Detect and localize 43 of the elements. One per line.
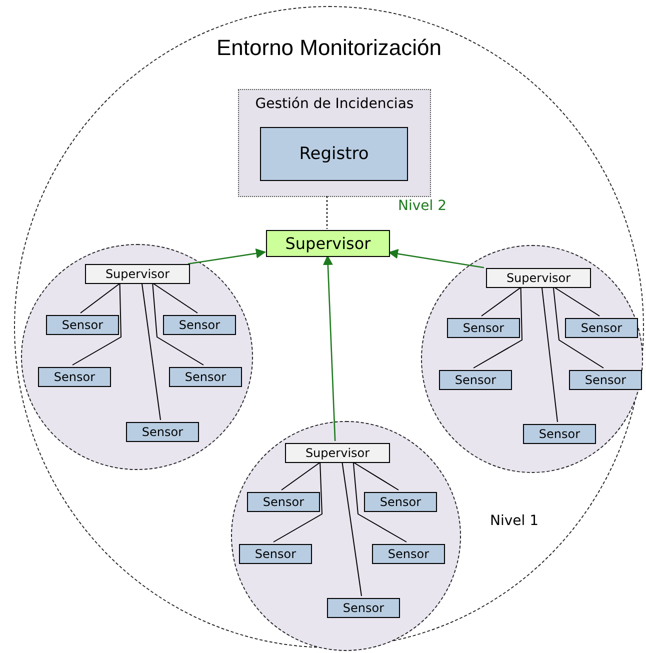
connector-line <box>326 196 328 230</box>
arrow <box>388 248 484 268</box>
connector-line <box>281 460 322 490</box>
node-box: Supervisor <box>486 268 591 288</box>
node-box: Sensor <box>327 598 400 618</box>
group-panel <box>238 89 431 197</box>
node-box: Sensor <box>38 367 111 387</box>
connector-line <box>72 282 122 366</box>
node-box: Sensor <box>46 315 119 335</box>
node-box: Sensor <box>163 315 236 335</box>
boundary-circle <box>14 6 644 648</box>
node-box: Sensor <box>364 492 437 512</box>
connector-line <box>342 460 362 596</box>
node-box: Sensor <box>569 370 642 390</box>
connector-line <box>80 282 122 314</box>
group-title: Gestión de Incidencias <box>254 96 415 112</box>
node-box: Sensor <box>447 318 520 338</box>
node-box: Sensor <box>523 424 596 444</box>
node-box: Sensor <box>169 367 242 387</box>
node-box: Sensor <box>247 492 320 512</box>
arrow <box>322 255 336 442</box>
connector-line <box>150 282 198 314</box>
group-title: Entorno Monitorización <box>215 35 442 61</box>
connector-line <box>152 282 204 366</box>
connector-line <box>552 286 604 368</box>
connector-line <box>541 286 558 422</box>
node-box: Sensor <box>239 544 312 564</box>
node-box: Supervisor <box>285 443 390 463</box>
node-box: Sensor <box>372 544 445 564</box>
node-box: Supervisor <box>266 230 390 257</box>
node-box: Registro <box>260 127 408 181</box>
node-box: Sensor <box>126 422 199 442</box>
connector-line <box>481 286 524 316</box>
connector-line <box>273 460 323 542</box>
node-box: Supervisor <box>85 264 190 284</box>
arrow <box>188 248 266 265</box>
node-box: Sensor <box>439 370 512 390</box>
level-label: Nivel 1 <box>490 513 539 529</box>
level-label: Nivel 2 <box>398 198 447 214</box>
connector-line <box>141 282 161 420</box>
connector-line <box>352 460 407 542</box>
node-box: Sensor <box>565 318 638 338</box>
connector-line <box>473 286 522 368</box>
